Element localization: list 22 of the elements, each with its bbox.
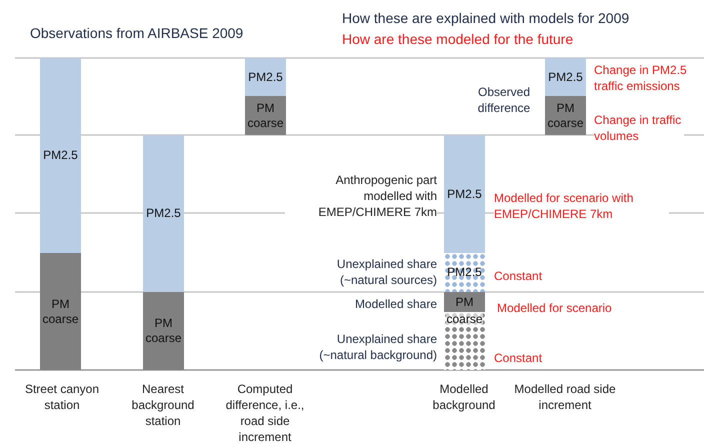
bar-segment [245,58,286,96]
segment-label: PM [456,294,474,310]
bar-segment [143,292,184,370]
segment-label: PM2.5 [447,265,482,280]
segment-label: PM2.5 [146,206,181,221]
segment-label: PM coarse [144,316,183,346]
bar-segment [40,253,81,370]
segment-label: coarse [446,312,483,327]
bar-segment [444,253,485,292]
segment-label: PM coarse [546,100,585,130]
bar-segment [545,58,586,96]
segment-label: PM coarse [246,100,285,130]
segment-label: PM2.5 [548,70,583,84]
segment-label: PM2.5 [248,70,283,84]
bar-segment [40,58,81,253]
segment-label: PM2.5 [43,148,78,163]
bar-segment [143,135,184,292]
bar-segment [444,312,485,370]
segment-label: PM2.5 [447,186,482,202]
bar-segment [444,292,485,312]
bar-segment [444,135,485,253]
segment-label: PM coarse [41,296,80,326]
